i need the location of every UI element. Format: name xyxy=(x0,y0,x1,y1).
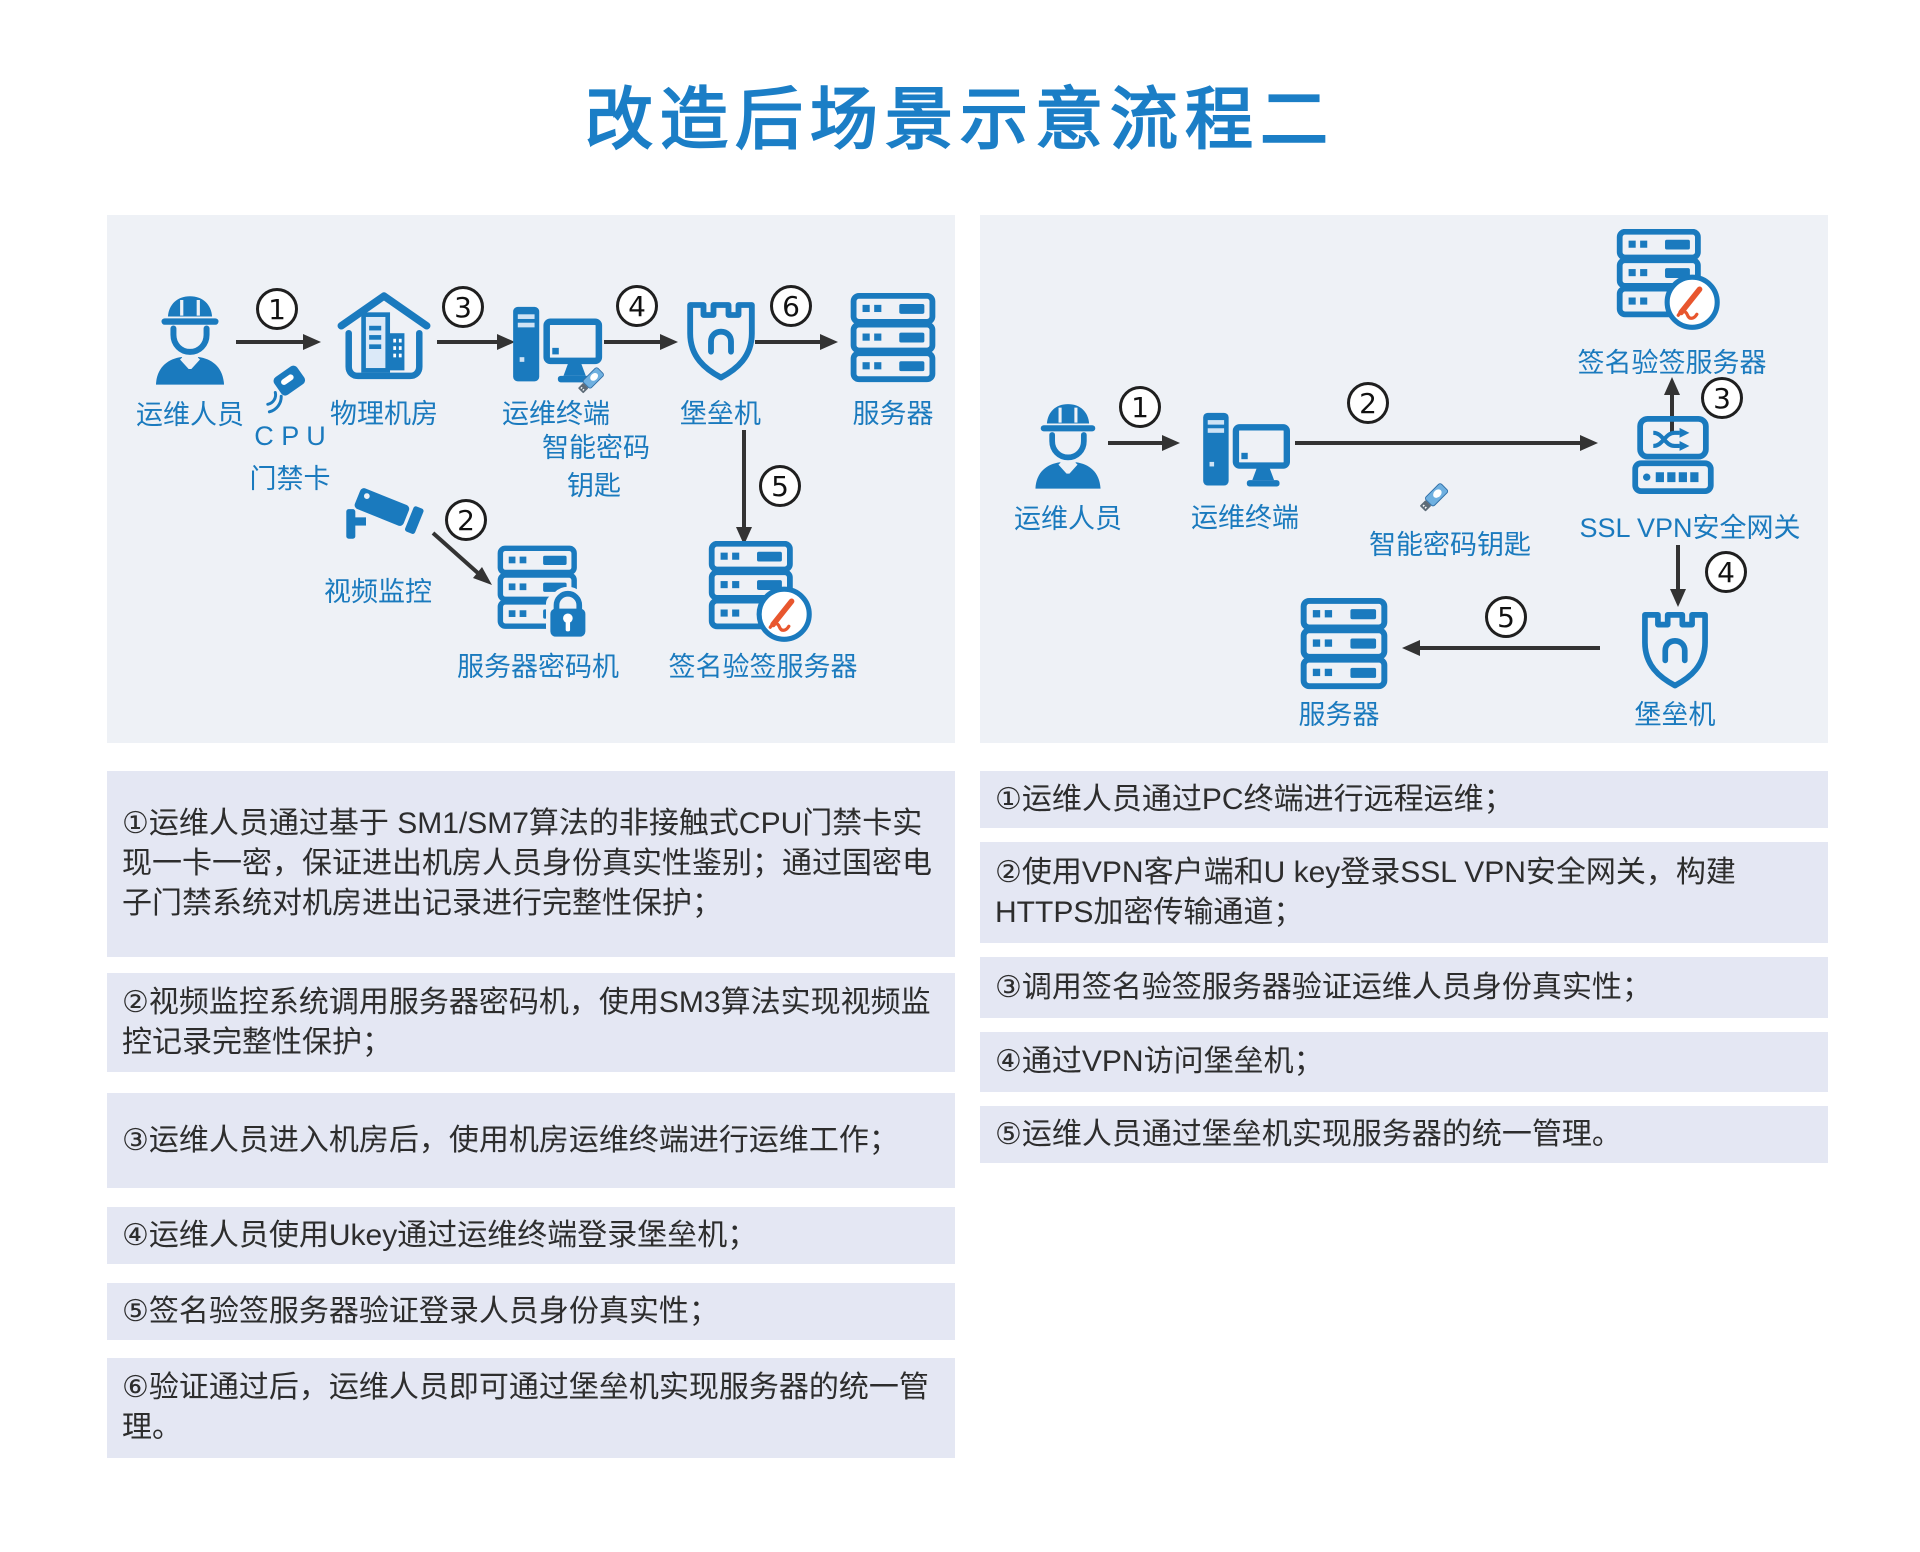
note-right-1: ①运维人员通过PC终端进行远程运维； xyxy=(980,771,1828,828)
note-right-3: ③调用签名验签服务器验证运维人员身份真实性； xyxy=(980,957,1828,1018)
step-badge-3: 3 xyxy=(1701,377,1743,419)
hsm-lock-server-icon xyxy=(497,545,595,639)
signature-server-icon xyxy=(708,541,814,643)
vpn-gateway-label: SSL VPN安全网关 xyxy=(1579,513,1801,543)
node-terminal-label: 运维终端 xyxy=(502,399,610,429)
step-badge-2: 2 xyxy=(445,499,487,541)
node-access-card xyxy=(257,358,313,414)
node-worker-label: 运维人员 xyxy=(136,400,244,430)
usb-key-label-line1: 智能密码 xyxy=(542,433,650,463)
usb-key-label: 智能密码钥匙 xyxy=(1369,530,1531,560)
sign-server-label: 签名验签服务器 xyxy=(668,652,858,682)
node-worker: 运维人员 xyxy=(136,291,244,432)
node-server: 服务器 xyxy=(850,289,936,431)
server-icon xyxy=(1300,597,1388,691)
step-badge-1: 1 xyxy=(1119,386,1161,428)
right-flow-arrows xyxy=(1108,377,1686,656)
node-sign-server xyxy=(708,541,814,643)
note-right-2: ②使用VPN客户端和U key登录SSL VPN安全网关，构建HTTPS加密传输… xyxy=(980,842,1828,943)
step-badge-5: 5 xyxy=(759,465,801,507)
node-bastion-label: 堡垒机 xyxy=(680,399,761,429)
signature-server-icon xyxy=(1616,229,1722,331)
node-bastion xyxy=(1636,605,1714,693)
left-flow-arrows xyxy=(236,334,838,585)
node-building: 物理机房 xyxy=(330,285,438,431)
node-hsm xyxy=(497,545,595,639)
step-badge-1: 1 xyxy=(256,288,298,330)
cctv-camera-icon xyxy=(343,481,435,557)
usb-key-icon xyxy=(569,358,613,402)
camera-label: 视频监控 xyxy=(324,577,432,607)
page-title: 改造后场景示意流程二 xyxy=(584,82,1335,158)
node-bastion-label: 堡垒机 xyxy=(1634,700,1716,730)
node-terminal-label: 运维终端 xyxy=(1191,503,1299,533)
bastion-host-icon xyxy=(1636,605,1714,693)
server-icon xyxy=(850,289,936,387)
note-left-6: ⑥验证通过后，运维人员即可通过堡垒机实现服务器的统一管理。 xyxy=(107,1358,955,1458)
node-server-label: 服务器 xyxy=(852,399,934,429)
node-worker-label: 运维人员 xyxy=(1014,504,1122,534)
node-building-label: 物理机房 xyxy=(330,399,438,429)
sign-server-label: 签名验签服务器 xyxy=(1577,348,1767,378)
worker-icon xyxy=(1024,399,1112,492)
node-sign-server xyxy=(1616,229,1722,331)
usb-key-icon xyxy=(1410,473,1458,521)
vpn-gateway-icon xyxy=(1627,409,1719,501)
note-right-5: ⑤运维人员通过堡垒机实现服务器的统一管理。 xyxy=(980,1106,1828,1163)
node-camera xyxy=(343,481,435,557)
step-badge-6: 6 xyxy=(770,285,812,327)
node-usb-key xyxy=(1410,473,1458,521)
access-card-label-line1: C P U xyxy=(254,421,326,451)
step-badge-2: 2 xyxy=(1347,382,1389,424)
note-right-4: ④通过VPN访问堡垒机； xyxy=(980,1032,1828,1092)
usb-key-label-line2: 钥匙 xyxy=(567,471,621,501)
step-badge-4: 4 xyxy=(616,285,658,327)
access-card-label-line2: 门禁卡 xyxy=(249,464,331,494)
diagram-right-panel: 签名验签服务器 运维人员 运维终端 智能密码钥匙 SSL VPN安全网关 堡垒机… xyxy=(980,215,1828,743)
terminal-icon xyxy=(1196,411,1294,491)
node-terminal: 运维终端 xyxy=(1191,411,1299,535)
node-server-label: 服务器 xyxy=(1298,700,1380,730)
step-badge-4: 4 xyxy=(1705,551,1747,593)
note-left-4: ④运维人员使用Ukey通过运维终端登录堡垒机； xyxy=(107,1207,955,1264)
note-left-2: ②视频监控系统调用服务器密码机，使用SM3算法实现视频监控记录完整性保护； xyxy=(107,973,955,1072)
note-left-1: ①运维人员通过基于 SM1/SM7算法的非接触式CPU门禁卡实现一卡一密，保证进… xyxy=(107,771,955,957)
note-left-3: ③运维人员进入机房后，使用机房运维终端进行运维工作； xyxy=(107,1093,955,1188)
node-usb-key xyxy=(569,358,613,402)
server-room-icon xyxy=(332,285,436,387)
node-worker: 运维人员 xyxy=(1014,399,1122,536)
hsm-label: 服务器密码机 xyxy=(457,652,619,682)
access-card-icon xyxy=(257,358,313,414)
node-terminal: 运维终端 xyxy=(502,305,610,431)
node-bastion: 堡垒机 xyxy=(680,293,761,431)
bastion-host-icon xyxy=(681,293,761,387)
note-left-5: ⑤签名验签服务器验证登录人员身份真实性； xyxy=(107,1283,955,1340)
node-server xyxy=(1300,597,1388,691)
diagram-left-panel: 运维人员 C P U 门禁卡 物理机房 运维终端 智能密码 钥匙 堡垒机 服务器… xyxy=(107,215,955,743)
step-badge-5: 5 xyxy=(1485,596,1527,638)
node-vpn-gateway xyxy=(1627,409,1719,501)
worker-icon xyxy=(144,291,236,388)
step-badge-3: 3 xyxy=(442,286,484,328)
